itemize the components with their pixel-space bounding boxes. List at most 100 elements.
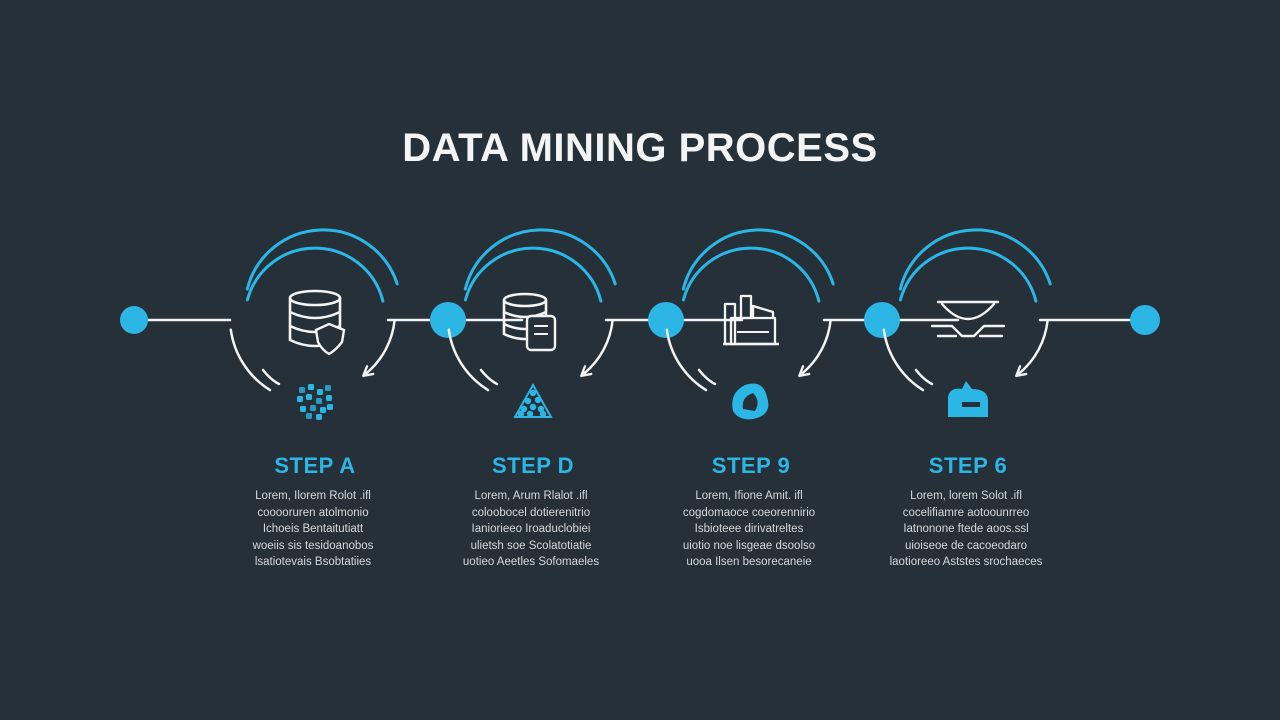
step-description: Lorem, lorem Solot .ifl cocelifiamre aot… <box>866 488 1066 571</box>
data-point <box>316 398 322 404</box>
data-point <box>327 404 333 410</box>
data-cluster-icon <box>297 384 333 420</box>
arc-tick <box>914 368 934 386</box>
database-document-icon <box>502 292 557 352</box>
data-point <box>316 414 322 420</box>
scatter-outline <box>513 382 553 418</box>
data-point <box>325 385 331 391</box>
step-description: Lorem, Ifione Amit. ifl cogdomaoce coeor… <box>649 488 849 571</box>
description-line: cogdomaoce coeorennirio <box>682 506 816 519</box>
data-point <box>306 413 312 419</box>
data-point <box>317 389 323 395</box>
outer-arc <box>681 228 835 291</box>
refine-bar <box>962 402 980 407</box>
data-point <box>297 396 303 402</box>
step-group <box>447 228 617 418</box>
arc-tick <box>479 368 499 386</box>
return-arrow <box>802 319 832 373</box>
data-point <box>529 389 537 397</box>
timeline-node <box>1130 305 1160 335</box>
data-point <box>299 387 305 393</box>
blob-icon <box>732 383 769 420</box>
return-arrow <box>366 319 396 373</box>
lower-arc <box>447 328 490 392</box>
description-line: Lorem, Ifione Amit. ifl <box>695 490 803 502</box>
timeline-node <box>120 306 148 334</box>
shield <box>314 322 346 356</box>
data-point <box>534 396 542 404</box>
chimney <box>739 294 753 320</box>
network-dish-icon <box>930 300 1006 338</box>
description-line: Lorem, Arum Rlalot .ifl <box>474 490 588 502</box>
step-label: STEP 6 <box>928 453 1008 478</box>
inner-arc <box>681 246 821 303</box>
blob-hole <box>742 393 758 411</box>
timeline-node <box>430 302 466 338</box>
inner-arc <box>245 246 385 303</box>
page-title: DATA MINING PROCESS <box>402 126 878 170</box>
database-top <box>502 292 548 308</box>
lower-arc <box>229 328 272 392</box>
scatter-data-icon <box>513 382 553 418</box>
arc-tick <box>697 368 717 386</box>
description-line: cocelifiamre aotoounrreo <box>902 506 1030 519</box>
return-arrow <box>1019 319 1049 373</box>
outer-arc <box>898 228 1052 291</box>
step-description: Lorem, Arum Rlalot .ifl coloobocel dotie… <box>431 488 631 571</box>
lower-arc <box>882 328 925 392</box>
inner-arc <box>463 246 603 303</box>
description-line: lsatiotevais Bsobtatiies <box>254 556 372 568</box>
timeline-node <box>648 302 684 338</box>
step-label: STEP A <box>274 453 356 478</box>
database-ring <box>289 310 341 320</box>
timeline-node <box>864 302 900 338</box>
step-label: STEP D <box>491 453 575 478</box>
description-line: coloobocel dotierenitrio <box>471 506 591 519</box>
step-groups <box>229 228 1052 420</box>
data-point <box>537 405 545 413</box>
description-line: uooa Ilsen besorecaneie <box>686 556 812 568</box>
step-group <box>229 228 399 420</box>
database-shield-icon <box>288 289 346 356</box>
description-line: Isbioteee dirivatreltes <box>694 523 804 535</box>
description-line: Ichoeis Bentaitutiatt <box>262 523 364 535</box>
data-point <box>517 410 525 418</box>
data-point <box>539 410 547 418</box>
description-line: cooooruren atolmonio <box>257 506 369 519</box>
data-point <box>326 395 332 401</box>
data-point <box>306 394 312 400</box>
description-line: woeiis sis tesidoanobos <box>252 539 374 552</box>
step-group <box>882 228 1052 417</box>
network-line <box>930 324 1006 338</box>
data-point <box>524 397 532 405</box>
description-line: uotieo Aeetles Sofomaeles <box>462 556 600 568</box>
factory-icon <box>723 294 779 346</box>
lower-arc <box>665 328 708 392</box>
data-point <box>520 405 528 413</box>
description-line: Lorem, lorem Solot .ifl <box>910 490 1022 502</box>
step-description: Lorem, Ilorem Rolot .ifl cooooruren atol… <box>213 488 413 571</box>
data-point <box>300 406 306 412</box>
description-line: uioiseoe de cacoeodaro <box>904 539 1028 552</box>
return-arrow <box>584 319 614 373</box>
data-point <box>320 407 326 413</box>
description-line: ulietsh soe Scolatotiatie <box>470 539 592 552</box>
database-top <box>288 289 342 307</box>
timeline-nodes <box>120 302 1160 338</box>
step-group <box>665 228 835 420</box>
description-line: uiotio noe lisgeae dsoolso <box>682 539 816 552</box>
data-point <box>529 403 537 411</box>
description-line: Lorem, Ilorem Rolot .ifl <box>255 490 371 502</box>
description-line: laotioreeo Aststes srochaeces <box>889 556 1043 568</box>
arc-tick <box>261 368 281 386</box>
inner-arc <box>898 246 1038 303</box>
data-point <box>308 384 314 390</box>
outer-arc <box>245 228 399 291</box>
refine-icon <box>948 381 988 417</box>
description-line: Ianiorieeo Iroaduclobiei <box>471 523 591 535</box>
data-point <box>526 410 534 418</box>
dish-bowl <box>940 302 996 321</box>
step-label: STEP 9 <box>711 453 791 478</box>
